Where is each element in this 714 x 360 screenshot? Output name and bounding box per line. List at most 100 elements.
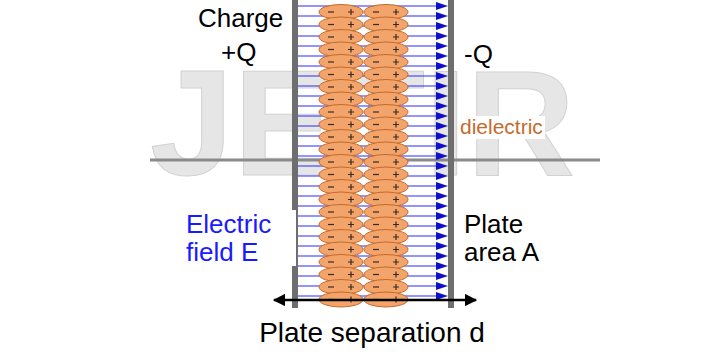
field-arrowhead: [436, 32, 448, 40]
field-arrowhead: [436, 222, 448, 230]
plus-sign: [393, 209, 399, 215]
plus-sign: [348, 209, 354, 215]
separation-arrow: [274, 299, 476, 302]
field-arrowhead: [436, 62, 448, 70]
plus-sign: [348, 72, 354, 78]
minus-sign: [328, 124, 334, 125]
field-arrowhead: [436, 152, 448, 160]
material-label: dielectric: [458, 116, 545, 139]
field-arrowhead: [436, 22, 448, 30]
plus-sign: [348, 59, 354, 65]
minus-sign: [373, 111, 379, 112]
plus-sign: [393, 197, 399, 203]
plus-sign: [348, 184, 354, 190]
minus-sign: [373, 49, 379, 50]
plus-sign: [348, 134, 354, 140]
plus-sign: [348, 97, 354, 103]
field-line: [298, 105, 440, 106]
field-arrowhead: [436, 252, 448, 260]
plus-sign: [348, 109, 354, 115]
minus-sign: [328, 99, 334, 100]
field-arrowhead: [436, 282, 448, 290]
plus-sign: [393, 247, 399, 253]
minus-sign: [328, 11, 334, 12]
plus-sign: [393, 184, 399, 190]
plus-sign: [393, 47, 399, 53]
plus-sign: [348, 172, 354, 178]
minus-sign: [373, 224, 379, 225]
plus-sign: [348, 122, 354, 128]
minus-sign: [373, 11, 379, 12]
minus-sign: [373, 274, 379, 275]
plus-sign: [348, 222, 354, 228]
minus-sign: [373, 61, 379, 62]
plus-sign: [348, 272, 354, 278]
plus-sign: [393, 172, 399, 178]
plus-sign: [348, 197, 354, 203]
plus-sign: [348, 159, 354, 165]
plus-sign: [393, 222, 399, 228]
minus-sign: [328, 86, 334, 87]
field-arrowhead: [436, 132, 448, 140]
field-arrowhead: [436, 92, 448, 100]
plus-sign: [393, 84, 399, 90]
minus-sign: [373, 249, 379, 250]
field-line: [298, 155, 440, 156]
field-line: [298, 55, 440, 56]
minus-sign: [373, 236, 379, 237]
field-arrowhead: [436, 182, 448, 190]
negative-plate: [448, 0, 454, 308]
plus-sign: [393, 259, 399, 265]
minus-sign: [373, 99, 379, 100]
minus-sign: [373, 149, 379, 150]
field-line: [298, 255, 440, 256]
field-arrowhead: [436, 172, 448, 180]
minus-sign: [373, 86, 379, 87]
minus-sign: [328, 186, 334, 187]
minus-sign: [328, 111, 334, 112]
minus-sign: [373, 174, 379, 175]
minus-sign: [328, 49, 334, 50]
plus-sign: [348, 247, 354, 253]
field-arrowhead: [436, 102, 448, 110]
minus-sign: [373, 161, 379, 162]
plus-sign: [348, 284, 354, 290]
minus-sign: [328, 161, 334, 162]
field-arrowhead: [436, 122, 448, 130]
plus-sign: [348, 259, 354, 265]
dimension-label: Plate separation d: [257, 318, 487, 348]
field-arrowhead: [436, 52, 448, 60]
minus-sign: [328, 174, 334, 175]
minus-sign: [373, 136, 379, 137]
plus-sign: [393, 59, 399, 65]
minus-sign: [373, 36, 379, 37]
field-arrowhead: [436, 242, 448, 250]
plus-sign: [348, 84, 354, 90]
field-arrowhead: [436, 232, 448, 240]
field-arrowhead: [436, 202, 448, 210]
minus-sign: [328, 36, 334, 37]
charge-value: -Q: [462, 40, 495, 68]
field-arrowhead: [436, 212, 448, 220]
minus-sign: [373, 286, 379, 287]
plus-sign: [393, 72, 399, 78]
minus-sign: [373, 74, 379, 75]
minus-sign: [373, 211, 379, 212]
plus-sign: [348, 9, 354, 15]
charge-value: +Q: [219, 38, 258, 66]
field-arrowhead: [436, 142, 448, 150]
minus-sign: [373, 261, 379, 262]
plus-sign: [348, 234, 354, 240]
minus-sign: [328, 261, 334, 262]
field-label: Electric field E: [184, 210, 296, 266]
field-arrowhead: [436, 72, 448, 80]
field-arrowhead: [436, 162, 448, 170]
field-arrowhead: [436, 262, 448, 270]
field-arrowhead: [436, 82, 448, 90]
minus-sign: [328, 286, 334, 287]
minus-sign: [328, 136, 334, 137]
plus-sign: [393, 234, 399, 240]
minus-sign: [328, 211, 334, 212]
